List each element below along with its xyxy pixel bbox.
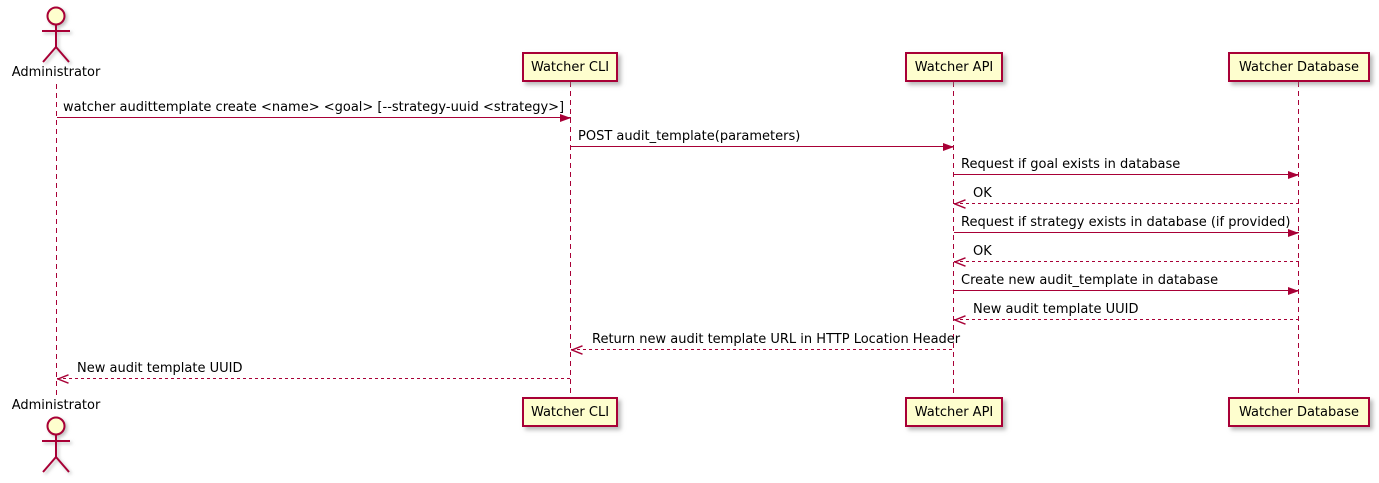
actor-administrator-label-top: Administrator bbox=[11, 65, 101, 80]
participant-watcher-database-top: Watcher Database bbox=[1228, 52, 1370, 82]
participant-watcher-cli-label: Watcher CLI bbox=[530, 404, 610, 420]
message-6-line bbox=[954, 261, 1299, 262]
message-5-label: Request if strategy exists in database (… bbox=[961, 215, 1291, 230]
participant-watcher-database-bottom: Watcher Database bbox=[1228, 397, 1370, 427]
message-8: New audit template UUID bbox=[954, 302, 1299, 325]
message-4-label: OK bbox=[973, 186, 992, 201]
participant-watcher-api-label: Watcher API bbox=[914, 59, 994, 75]
arrowhead-right-icon bbox=[1288, 171, 1299, 179]
message-7-label: Create new audit_template in database bbox=[961, 273, 1219, 288]
message-6-label: OK bbox=[973, 244, 992, 259]
participant-watcher-cli-bottom: Watcher CLI bbox=[522, 397, 618, 427]
message-5-line bbox=[954, 232, 1299, 233]
actor-administrator-icon bbox=[42, 6, 70, 63]
participant-watcher-cli-label: Watcher CLI bbox=[530, 59, 610, 75]
actor-administrator-icon-bottom bbox=[42, 416, 70, 473]
lifeline-watcher-cli bbox=[570, 82, 571, 397]
arrowhead-right-icon bbox=[560, 114, 571, 122]
arrowhead-left-icon bbox=[954, 314, 966, 325]
message-3-line bbox=[954, 174, 1299, 175]
arrowhead-right-icon bbox=[1288, 287, 1299, 295]
message-3: Request if goal exists in database bbox=[954, 157, 1299, 179]
message-2-line bbox=[571, 146, 954, 147]
message-5: Request if strategy exists in database (… bbox=[954, 215, 1299, 237]
message-4-line bbox=[954, 203, 1299, 204]
participant-watcher-cli-top: Watcher CLI bbox=[522, 52, 618, 82]
participant-watcher-api-label: Watcher API bbox=[914, 404, 994, 420]
participant-watcher-database-label: Watcher Database bbox=[1239, 404, 1359, 420]
message-10: New audit template UUID bbox=[57, 361, 571, 384]
message-8-label: New audit template UUID bbox=[973, 302, 1139, 317]
message-10-line bbox=[57, 378, 571, 379]
message-1-label: watcher audittemplate create <name> <goa… bbox=[63, 100, 565, 115]
message-1: watcher audittemplate create <name> <goa… bbox=[57, 100, 571, 122]
message-9: Return new audit template URL in HTTP Lo… bbox=[571, 332, 960, 355]
message-2: POST audit_template(parameters) bbox=[571, 129, 954, 151]
arrowhead-left-icon bbox=[571, 344, 583, 355]
message-3-label: Request if goal exists in database bbox=[961, 157, 1181, 172]
participant-watcher-database-label: Watcher Database bbox=[1239, 59, 1359, 75]
lifeline-watcher-api bbox=[953, 82, 954, 397]
message-1-line bbox=[57, 117, 571, 118]
participant-watcher-api-bottom: Watcher API bbox=[905, 397, 1003, 427]
actor-administrator-label-bottom: Administrator bbox=[11, 398, 101, 413]
arrowhead-right-icon bbox=[943, 143, 954, 151]
arrowhead-left-icon bbox=[954, 198, 966, 209]
message-6: OK bbox=[954, 244, 1299, 267]
message-9-label: Return new audit template URL in HTTP Lo… bbox=[592, 332, 961, 347]
participant-watcher-api-top: Watcher API bbox=[905, 52, 1003, 82]
arrowhead-left-icon bbox=[954, 256, 966, 267]
message-9-line bbox=[571, 349, 954, 350]
message-8-line bbox=[954, 319, 1299, 320]
message-4: OK bbox=[954, 186, 1299, 209]
arrowhead-right-icon bbox=[1288, 229, 1299, 237]
lifeline-administrator bbox=[56, 84, 57, 397]
lifeline-watcher-database bbox=[1298, 82, 1299, 397]
message-2-label: POST audit_template(parameters) bbox=[578, 129, 801, 144]
message-7-line bbox=[954, 290, 1299, 291]
arrowhead-left-icon bbox=[57, 373, 69, 384]
message-10-label: New audit template UUID bbox=[77, 361, 243, 376]
message-7: Create new audit_template in database bbox=[954, 273, 1299, 295]
